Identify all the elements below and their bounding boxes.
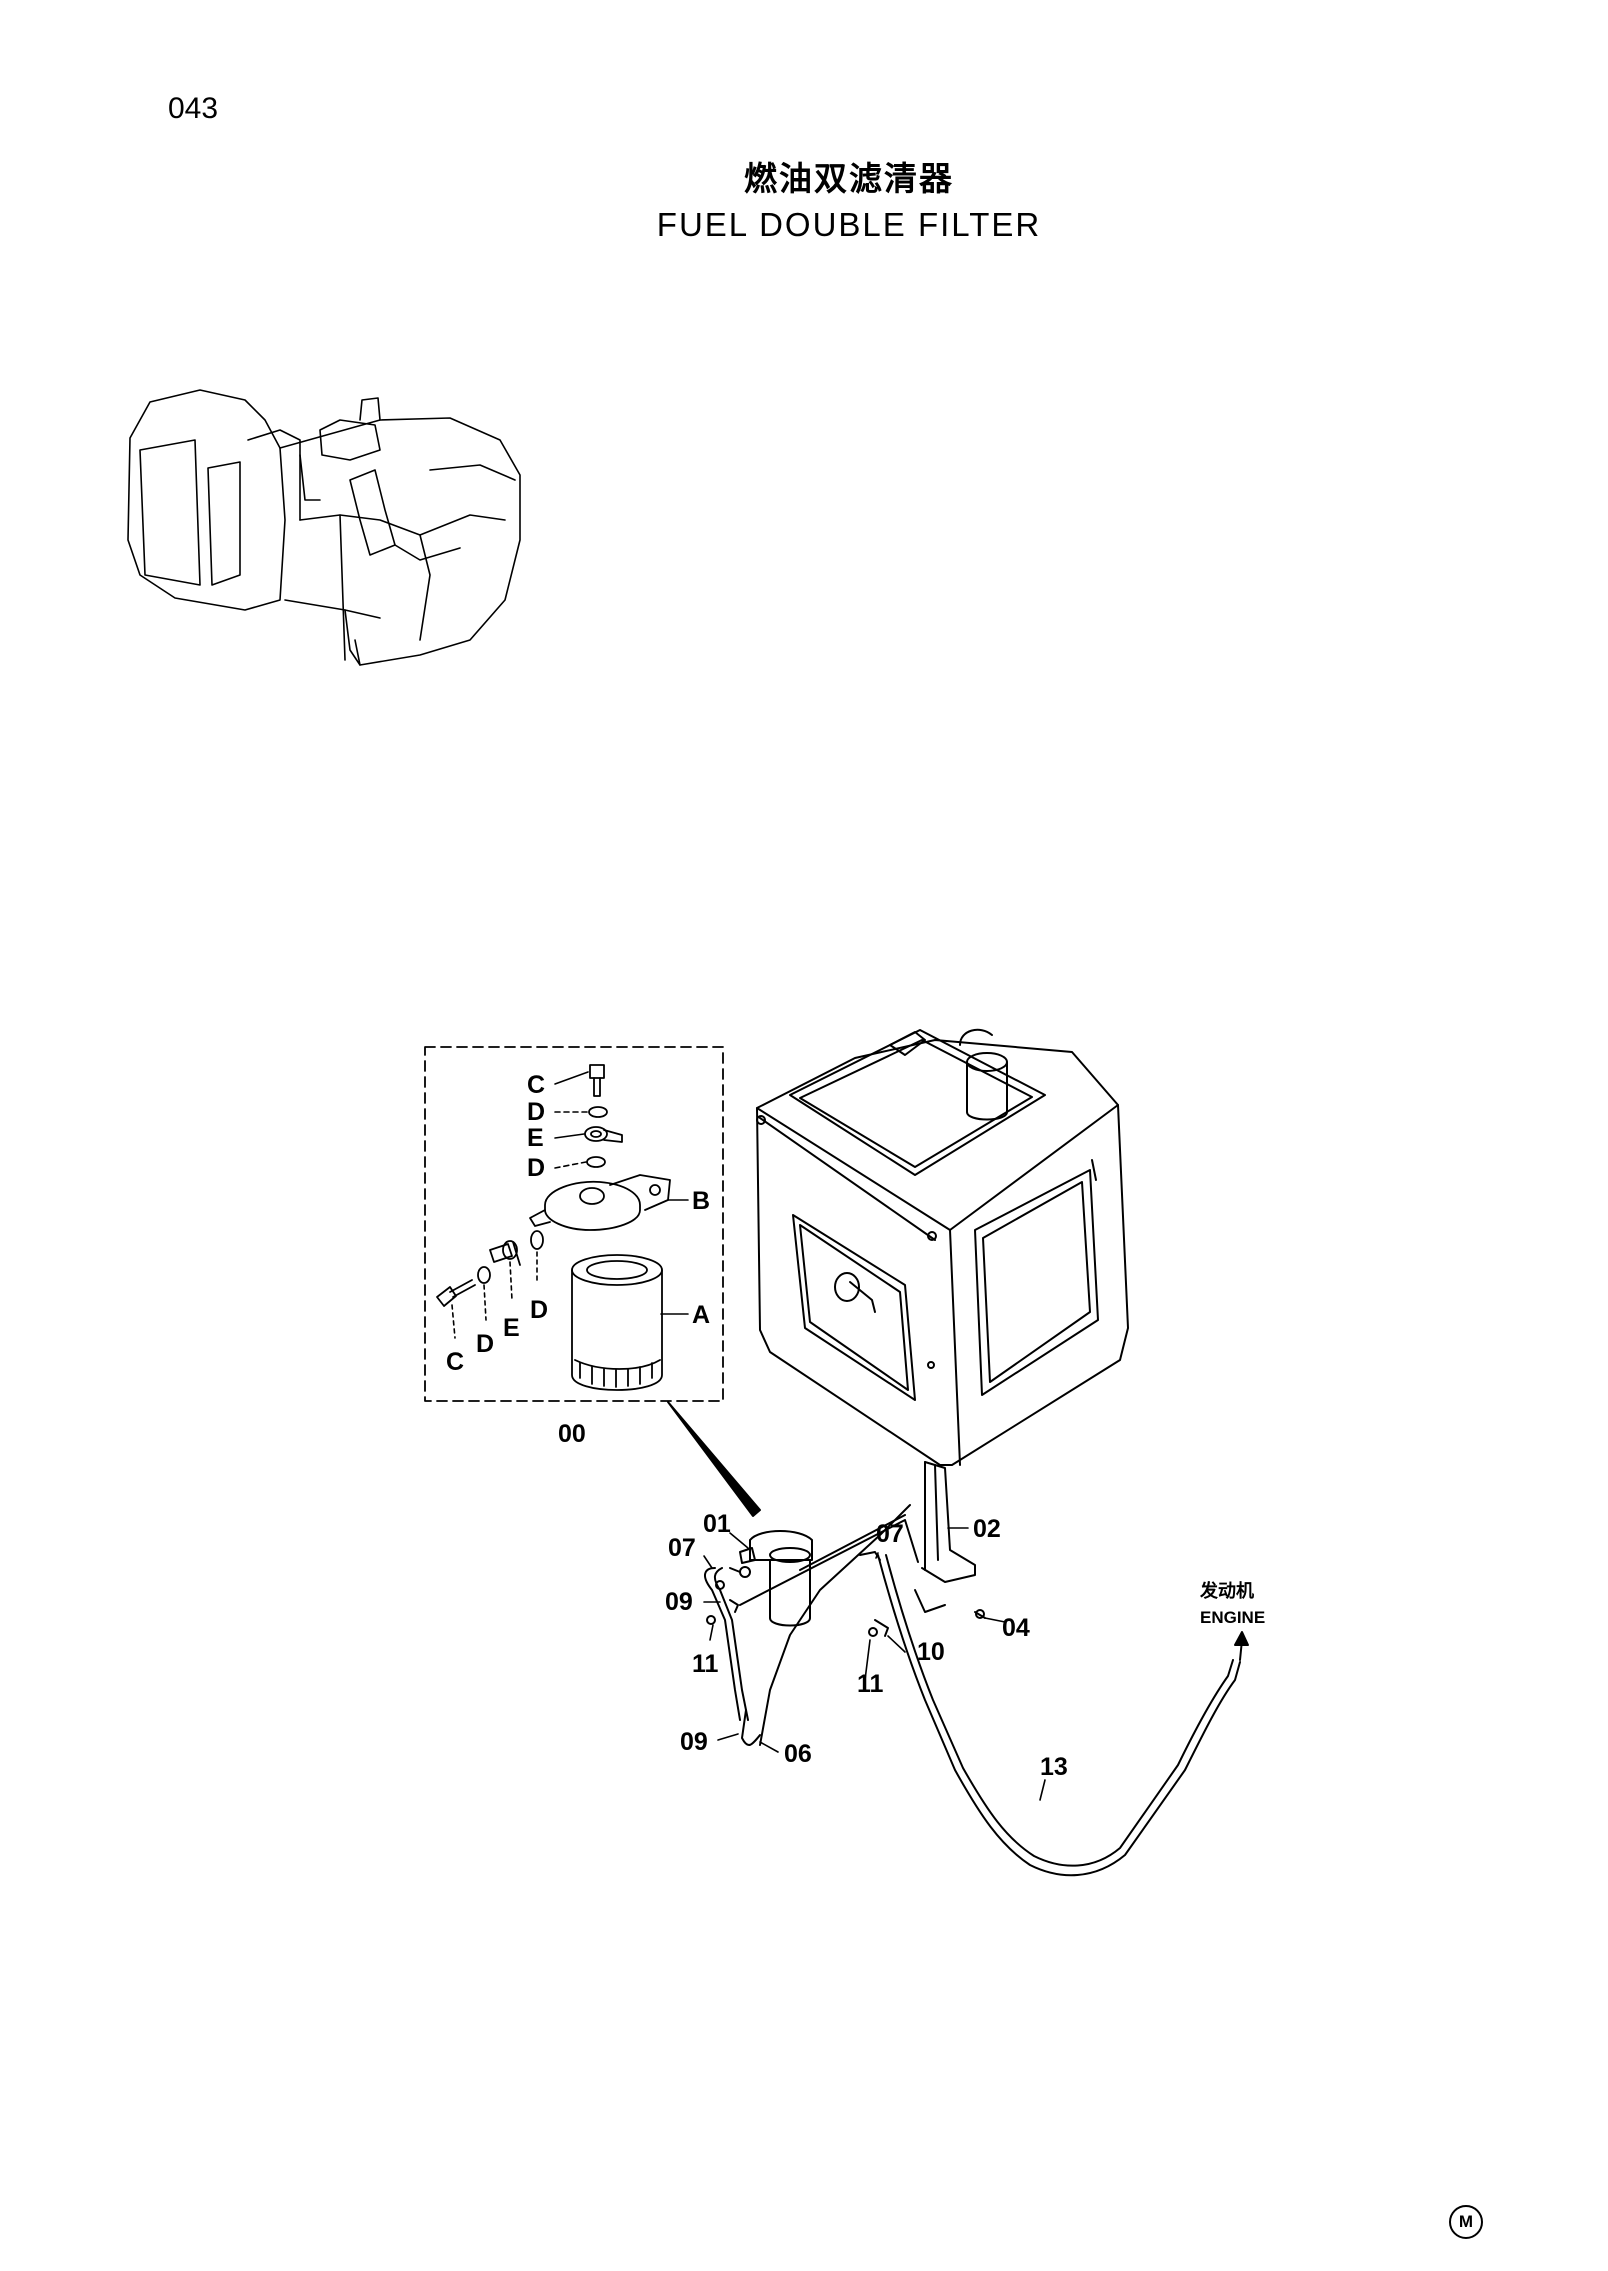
fuel-tank-illustration — [756, 1028, 1129, 1466]
label-c-bottom: C — [446, 1348, 464, 1376]
label-e-top: E — [527, 1124, 544, 1152]
label-part-07-right: 07 — [876, 1520, 904, 1548]
label-part-10: 10 — [917, 1638, 945, 1666]
engine-label-chinese: 发动机 — [1199, 1580, 1254, 1601]
label-d-mid: D — [527, 1154, 545, 1182]
filter-bracket-assembly — [704, 1461, 1249, 1877]
label-part-01: 01 — [703, 1510, 731, 1538]
part-leader-lines — [703, 1527, 1046, 1801]
detail-callout-arrow — [667, 1401, 761, 1517]
label-part-09-lower: 09 — [680, 1728, 708, 1756]
label-part-04: 04 — [1002, 1614, 1030, 1642]
label-assembly-00: 00 — [558, 1420, 586, 1448]
label-e-bottom: E — [503, 1314, 520, 1342]
label-part-02: 02 — [973, 1515, 1001, 1543]
title-english: FUEL DOUBLE FILTER — [656, 206, 1042, 243]
label-d-right: D — [530, 1296, 548, 1324]
part-number-labels: 01 02 04 06 07 07 09 09 10 11 11 13 — [665, 1510, 1068, 1781]
label-part-11-right: 11 — [857, 1670, 884, 1698]
label-d-top: D — [527, 1098, 545, 1126]
engine-label-english: ENGINE — [1200, 1608, 1265, 1627]
label-b: B — [692, 1187, 710, 1215]
label-c-top: C — [527, 1071, 545, 1099]
detail-leader-lines — [451, 1071, 689, 1339]
label-a: A — [692, 1301, 710, 1329]
corner-mark: M — [1449, 2205, 1483, 2239]
label-part-13: 13 — [1040, 1753, 1068, 1781]
filter-exploded-view — [436, 1064, 671, 1391]
label-part-09-upper: 09 — [665, 1588, 693, 1616]
page-number: 043 — [168, 92, 219, 125]
label-part-11-left: 11 — [692, 1650, 719, 1678]
excavator-overview-illustration — [127, 389, 521, 666]
label-d-bottom: D — [476, 1330, 494, 1358]
label-part-07-left: 07 — [668, 1534, 696, 1562]
label-part-06: 06 — [784, 1740, 812, 1768]
detail-letter-labels: C D E D B A C D E D 00 — [446, 1071, 710, 1448]
title-chinese: 燃油双滤清器 — [744, 159, 954, 198]
filter-detail-box — [424, 1046, 724, 1402]
